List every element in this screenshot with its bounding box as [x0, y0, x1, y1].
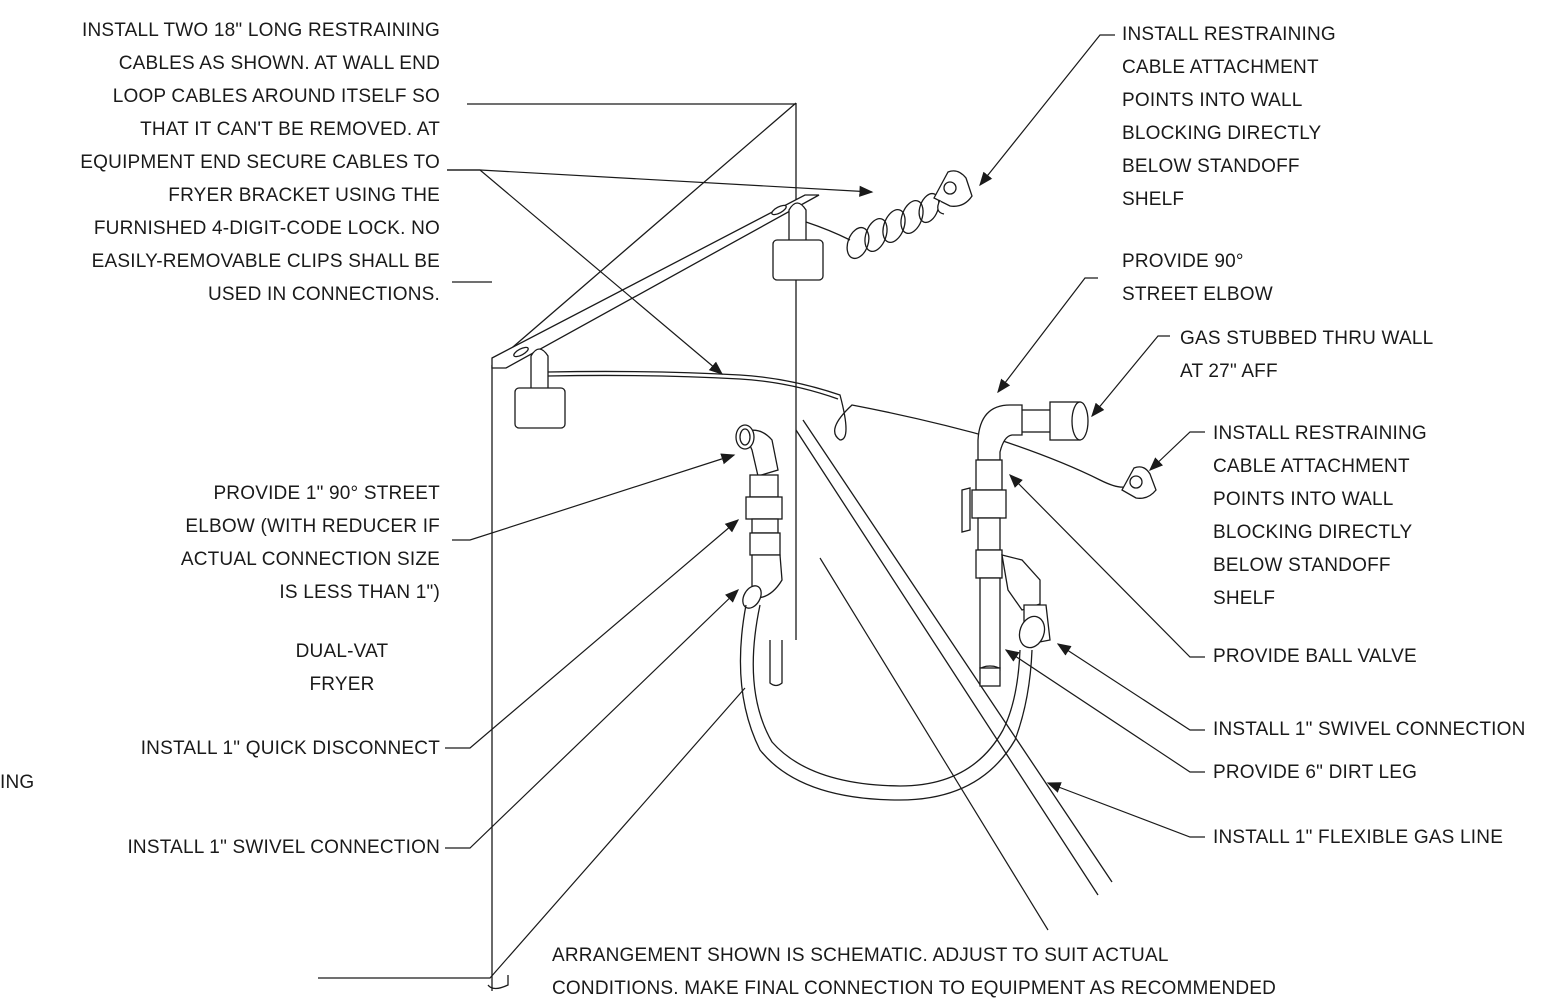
note-gas-stub: GAS STUBBED THRU WALL AT 27" AFF: [1180, 328, 1434, 382]
note-swivel-right: INSTALL 1" SWIVEL CONNECTION: [1213, 719, 1526, 740]
note-dirt-leg: PROVIDE 6" DIRT LEG: [1213, 762, 1418, 783]
note-street-elbow-1in: PROVIDE 1" 90° STREET ELBOW (WITH REDUCE…: [180, 483, 440, 603]
fryer-side-fittings: [735, 424, 783, 609]
leader-lines: [318, 34, 1205, 979]
note-restraining-cables: INSTALL TWO 18" LONG RESTRAINING CABLES …: [80, 20, 440, 305]
note-swivel-left: INSTALL 1" SWIVEL CONNECTION: [127, 837, 440, 858]
note-arrangement: ARRANGEMENT SHOWN IS SCHEMATIC. ADJUST T…: [552, 945, 1277, 999]
padlock-upper: [772, 202, 824, 281]
long-restraining-cable: [547, 370, 1129, 488]
flexible-gas-hose: [739, 604, 1033, 801]
coiled-restraining-cable: [805, 192, 940, 260]
note-partial-left: ING: [0, 772, 35, 793]
note-quick-disconnect: INSTALL 1" QUICK DISCONNECT: [140, 738, 440, 759]
wall-side-piping: [961, 401, 1089, 687]
fryer-label: DUAL-VAT FRYER: [295, 641, 389, 695]
wall-attachment-lower: [1121, 466, 1157, 499]
wall-attachment-upper: [933, 170, 973, 215]
fryer-cabinet: [487, 102, 1113, 991]
note-ball-valve: PROVIDE BALL VALVE: [1213, 646, 1417, 667]
padlock-lower: [514, 348, 566, 429]
note-flexible-gas-line: INSTALL 1" FLEXIBLE GAS LINE: [1213, 827, 1504, 848]
fryer-bracket: [491, 194, 820, 369]
note-street-elbow-90: PROVIDE 90° STREET ELBOW: [1122, 251, 1273, 305]
note-attachment-upper: INSTALL RESTRAINING CABLE ATTACHMENT POI…: [1122, 24, 1336, 210]
note-attachment-lower: INSTALL RESTRAINING CABLE ATTACHMENT POI…: [1213, 423, 1427, 609]
